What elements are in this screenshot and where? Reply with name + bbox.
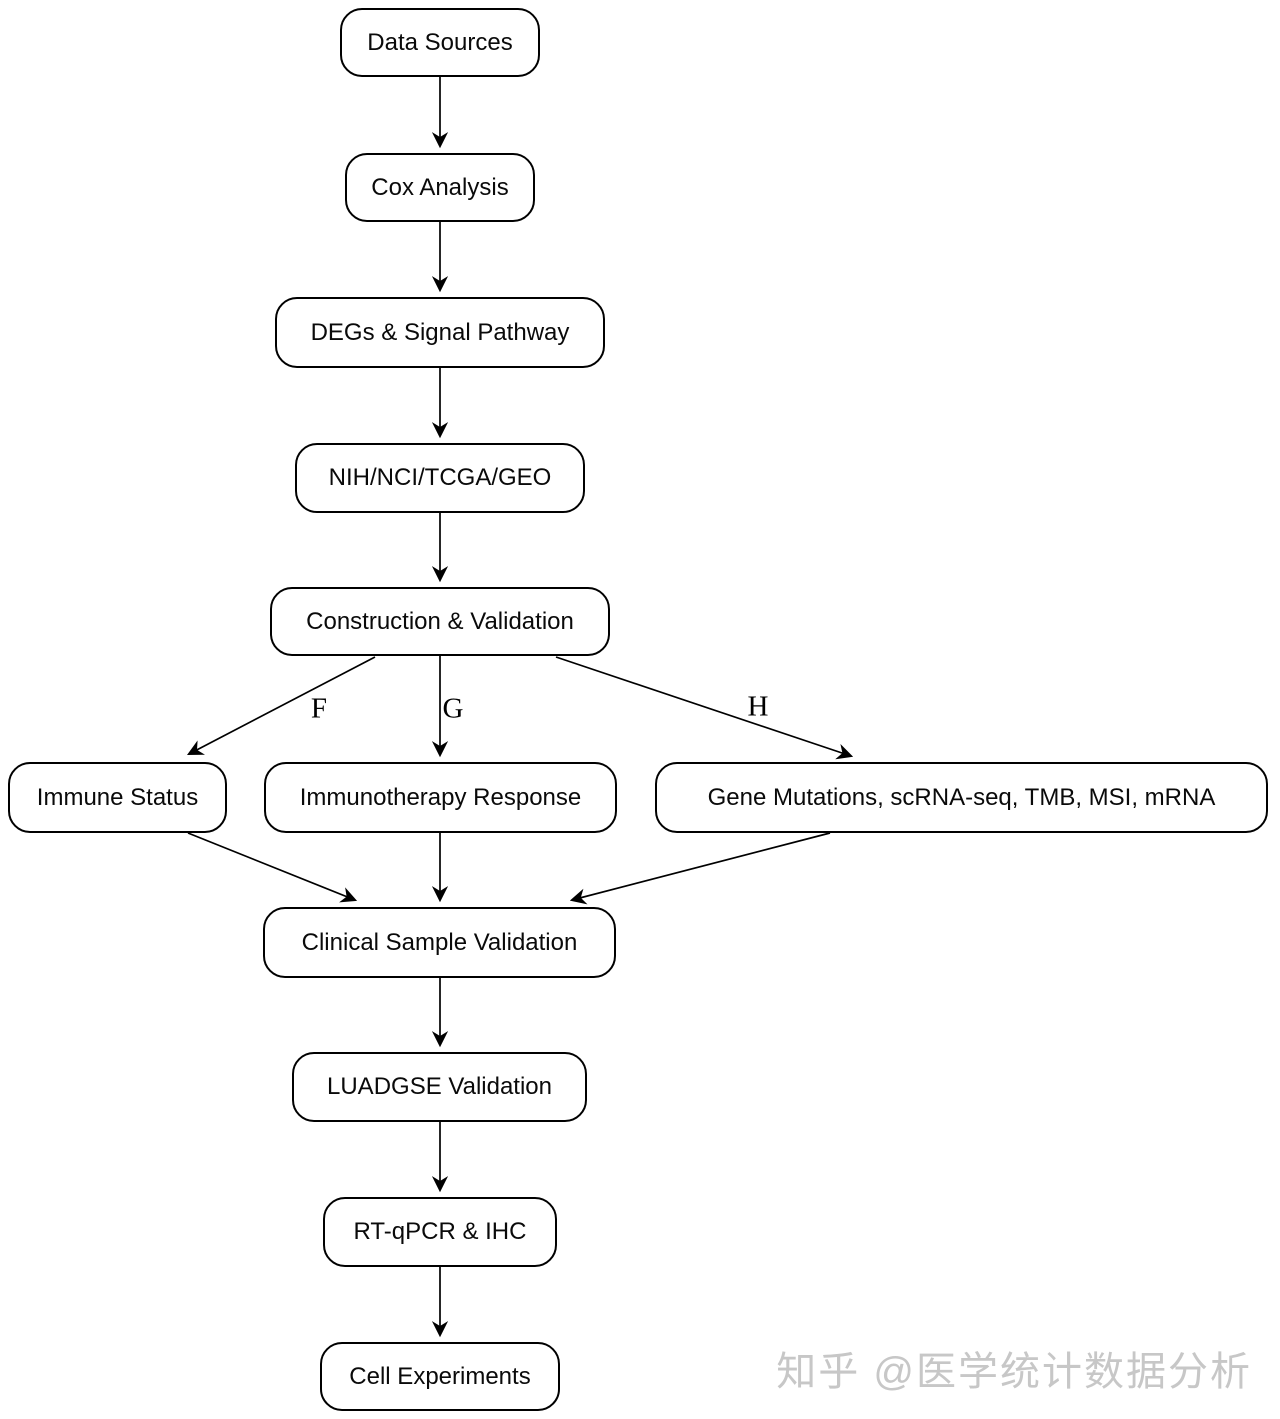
node-immune-status: Immune Status <box>8 762 227 833</box>
node-rt-qpcr-ihc: RT-qPCR & IHC <box>323 1197 557 1267</box>
node-clinical-sample-validation: Clinical Sample Validation <box>263 907 616 978</box>
node-construction-validation: Construction & Validation <box>270 587 610 656</box>
node-cell-experiments: Cell Experiments <box>320 1342 560 1411</box>
edge-label-f: F <box>310 692 328 725</box>
edge-gene-mutations-to-clinical <box>569 832 831 905</box>
node-nih-nci-tcga-geo: NIH/NCI/TCGA/GEO <box>295 443 585 513</box>
node-immunotherapy-response: Immunotherapy Response <box>264 762 617 833</box>
edge-construction-to-gene-mutations <box>555 656 854 760</box>
node-data-sources: Data Sources <box>340 8 540 77</box>
node-cox-analysis: Cox Analysis <box>345 153 535 222</box>
node-gene-mutations: Gene Mutations, scRNA-seq, TMB, MSI, mRN… <box>655 762 1268 833</box>
edge-label-h: H <box>747 690 769 723</box>
edge-immune-status-to-clinical <box>187 832 358 903</box>
node-luadgse-validation: LUADGSE Validation <box>292 1052 587 1122</box>
edge-construction-to-immune-status <box>186 656 376 756</box>
watermark-zhihu: 知乎 @医学统计数据分析 <box>776 1350 1252 1394</box>
edge-label-g: G <box>442 692 464 725</box>
node-degs-signal-pathway: DEGs & Signal Pathway <box>275 297 605 368</box>
